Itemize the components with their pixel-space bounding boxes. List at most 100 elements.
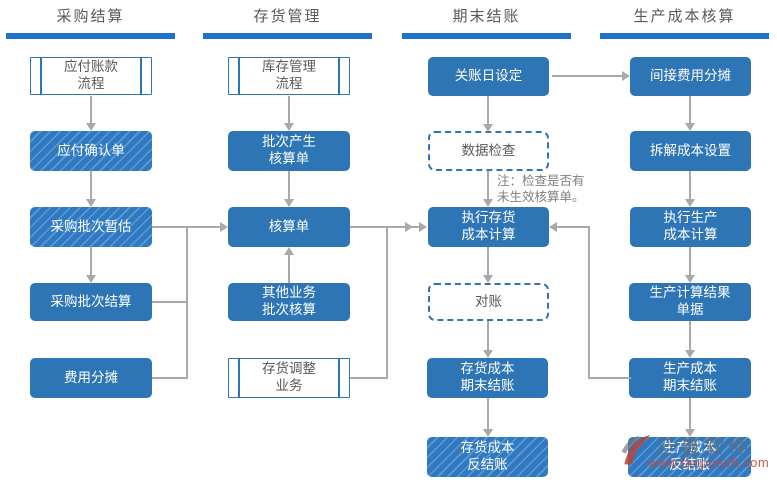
node-production-cost-close: 生产成本 期末结账 — [629, 358, 751, 398]
node-label: 对账 — [475, 293, 502, 309]
connector-runproductioncost-to-resultdoc — [689, 247, 691, 275]
node-closing-date-setting: 关账日设定 — [428, 57, 549, 96]
connector-payableconfirm-to-batchestimate — [90, 171, 92, 199]
node-label: 关账日设定 — [454, 68, 523, 84]
connector-batchgenerate-to-voucher — [288, 171, 290, 199]
connector-otherbusiness-to-voucher — [288, 255, 290, 283]
column-title-period-end-closing: 期末结账 — [452, 8, 521, 25]
node-label: 执行生产 成本计算 — [663, 210, 718, 242]
connector-closingdate-to-indirectexpense — [552, 75, 622, 77]
rail-column2-merge — [386, 226, 388, 379]
arrowhead-down-icon — [483, 199, 493, 207]
node-label: 生产成本 反结账 — [662, 440, 717, 472]
node-data-check: 数据检查 — [428, 131, 549, 171]
arrowhead-down-icon — [86, 275, 96, 283]
connector-costsplit-to-runproductioncost — [689, 171, 691, 199]
node-label: 费用分摊 — [64, 369, 118, 385]
connector-closingdate-to-datacheck — [487, 96, 489, 124]
connector-indirectexpense-to-costsplit — [689, 96, 691, 123]
column-underline-period-end-closing — [402, 33, 571, 39]
connector-datacheck-to-runinventorycost — [487, 171, 489, 199]
node-production-result-doc: 生产计算结果 单据 — [629, 283, 751, 321]
node-purchase-batch-settle: 采购批次结算 — [30, 283, 152, 321]
node-label: 采购批次结算 — [50, 293, 132, 309]
connector-voucher-to-runinventorycost — [350, 226, 419, 228]
connector-productioncostclose-to-reverse — [689, 398, 691, 429]
connector-productioncostclose-to-rail — [588, 377, 631, 379]
connector-batchsettle-to-rail — [152, 301, 188, 303]
node-production-cost-reverse: 生产成本 反结账 — [628, 437, 751, 477]
arrowhead-down-icon — [685, 123, 695, 131]
subprocess-side-bar-left — [40, 58, 42, 94]
node-label: 生产计算结果 单据 — [649, 285, 731, 317]
node-accounting-voucher: 核算单 — [228, 207, 350, 247]
node-payable-confirm: 应付确认单 — [30, 131, 152, 171]
arrowhead-down-icon — [483, 275, 493, 283]
node-label: 执行存货 成本计算 — [461, 210, 516, 242]
subprocess-side-bar-right — [338, 58, 340, 94]
node-label: 数据检查 — [461, 142, 516, 158]
arrowhead-down-icon — [284, 199, 294, 207]
node-label: 存货成本 反结账 — [460, 440, 515, 472]
connector-payableprocess-to-payableconfirm — [90, 96, 92, 123]
arrowhead-down-icon — [483, 350, 493, 358]
node-label: 应付确认单 — [57, 142, 125, 158]
connector-inventoryadjust-to-rail — [350, 377, 388, 379]
arrowhead-down-icon — [483, 429, 493, 437]
node-inventory-cost-close: 存货成本 期末结账 — [427, 358, 548, 398]
node-label: 其他业务 批次核算 — [262, 285, 316, 317]
node-reconcile: 对账 — [428, 283, 549, 321]
column-title-production-cost-accounting: 生产成本核算 — [633, 8, 736, 25]
column-title-purchase-settlement: 采购结算 — [56, 8, 125, 25]
arrowhead-up-icon — [284, 247, 294, 255]
node-inventory-process: 库存管理 流程 — [228, 57, 350, 95]
arrowhead-down-icon — [86, 199, 96, 207]
node-run-inventory-cost: 执行存货 成本计算 — [428, 207, 549, 247]
node-label: 批次产生 核算单 — [262, 134, 316, 166]
connector-resultdoc-to-productioncostclose — [689, 321, 691, 350]
arrowhead-left-icon — [549, 222, 557, 232]
subprocess-side-bar-left — [238, 58, 240, 94]
connector-inventoryprocess-to-batchgenerate — [288, 96, 290, 123]
node-inventory-adjust: 存货调整 业务 — [228, 358, 350, 398]
node-label: 核算单 — [268, 218, 310, 234]
node-label: 存货调整 业务 — [262, 361, 316, 393]
node-label: 生产成本 期末结账 — [663, 361, 717, 393]
connector-inventorycostclose-to-reverse — [487, 398, 489, 429]
connector-reconcile-to-inventorycostclose — [487, 321, 489, 350]
node-batch-generate-voucher: 批次产生 核算单 — [228, 131, 350, 171]
subprocess-side-bar-right — [140, 58, 142, 94]
node-run-production-cost: 执行生产 成本计算 — [630, 207, 751, 247]
connector-runinventorycost-to-reconcile — [487, 247, 489, 275]
arrowhead-down-icon — [685, 350, 695, 358]
subprocess-side-bar-left — [238, 359, 240, 397]
node-label: 拆解成本设置 — [650, 142, 731, 158]
node-cost-split-setting: 拆解成本设置 — [630, 131, 751, 171]
arrowhead-right-icon — [405, 222, 413, 232]
arrowhead-right-icon — [419, 222, 427, 232]
column-title-inventory-management: 存货管理 — [253, 8, 322, 25]
node-label: 采购批次暂估 — [50, 218, 132, 234]
arrowhead-down-icon — [685, 199, 695, 207]
subprocess-side-bar-right — [338, 359, 340, 397]
node-label: 库存管理 流程 — [262, 59, 316, 91]
arrowhead-right-icon — [622, 71, 630, 81]
column-underline-purchase-settlement — [6, 33, 175, 39]
node-indirect-expense: 间接费用分摊 — [630, 57, 751, 96]
node-label: 应付账款 流程 — [64, 59, 118, 91]
node-label: 间接费用分摊 — [650, 68, 731, 84]
arrowhead-down-icon — [284, 123, 294, 131]
node-other-business-batch: 其他业务 批次核算 — [228, 283, 350, 321]
node-payable-process: 应付账款 流程 — [30, 57, 152, 95]
node-expense-allocation: 费用分摊 — [30, 358, 152, 398]
node-purchase-batch-estimate: 采购批次暂估 — [30, 207, 152, 247]
arrowhead-down-icon — [86, 123, 96, 131]
arrowhead-down-icon — [685, 275, 695, 283]
rail-loopback — [588, 226, 590, 379]
connector-expenseallocation-to-rail — [152, 377, 188, 379]
arrowhead-down-icon — [483, 124, 493, 132]
node-inventory-cost-reverse: 存货成本 反结账 — [427, 437, 548, 477]
arrowhead-right-icon — [220, 222, 228, 232]
note-text: 注：检查是否有 未生效核算单。 — [497, 174, 585, 204]
